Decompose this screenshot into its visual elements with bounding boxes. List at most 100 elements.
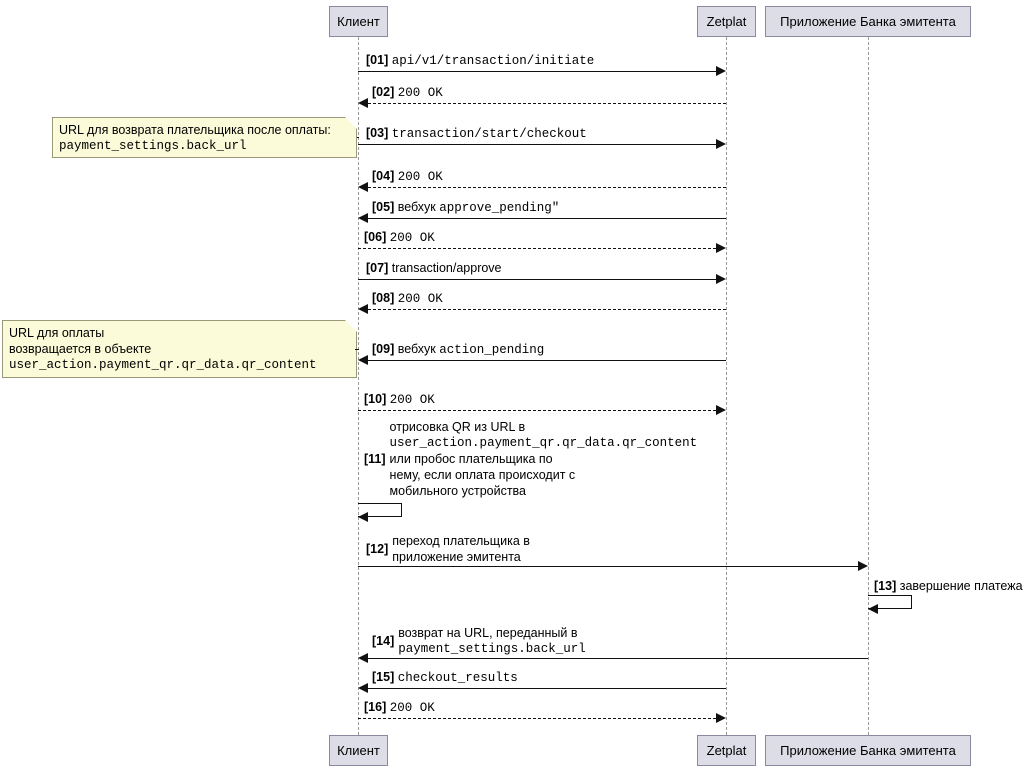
- note-payment-url: URL для оплаты возвращается в объекте us…: [2, 320, 357, 378]
- note-payment-url-line-3: user_action.payment_qr.qr_data.qr_conten…: [9, 358, 317, 372]
- message-09-label: [09] вебхук action_pending: [372, 342, 544, 358]
- message-09-arrowhead: [358, 355, 368, 365]
- message-11-line-2: user_action.payment_qr.qr_data.qr_conten…: [389, 436, 698, 450]
- message-10-label: [10] 200 OK: [364, 392, 435, 408]
- message-08-seq: [08]: [372, 291, 395, 305]
- message-12-seq: [12]: [366, 542, 389, 556]
- message-03-label: [03] transaction/start/checkout: [366, 126, 587, 142]
- message-14-seq-cell: [14]: [372, 625, 398, 657]
- message-09-text-ru: вебхук: [397, 342, 440, 356]
- message-07-seq: [07]: [366, 261, 389, 275]
- message-14-label: [14] возврат на URL, переданный в paymen…: [372, 625, 586, 657]
- message-16-arrowhead: [716, 713, 726, 723]
- participant-client-header[interactable]: Клиент: [329, 6, 388, 37]
- message-11-line-5: мобильного устройства: [389, 484, 527, 498]
- participant-client-footer[interactable]: Клиент: [329, 735, 388, 766]
- message-06-label: [06] 200 OK: [364, 230, 435, 246]
- lifeline-bankapp: [868, 37, 869, 735]
- lifeline-client: [358, 37, 359, 735]
- message-01-line: [358, 71, 716, 72]
- note-back-url-line-1: URL для возврата плательщика после оплат…: [59, 123, 331, 137]
- message-15-text: checkout_results: [397, 671, 518, 685]
- message-07-text: transaction/approve: [391, 261, 502, 275]
- message-14-line: [368, 658, 868, 659]
- message-03-text: transaction/start/checkout: [391, 127, 587, 141]
- message-12-label: [12] переход плательщика в приложение эм…: [366, 533, 530, 565]
- message-06-line: [358, 248, 716, 249]
- message-14-text-cell: возврат на URL, переданный в payment_set…: [398, 625, 586, 657]
- message-15-line: [368, 688, 726, 689]
- participant-bankapp-footer[interactable]: Приложение Банка эмитента: [765, 735, 971, 766]
- message-08-text: 200 OK: [397, 292, 443, 306]
- note-back-url-connector: [357, 137, 359, 138]
- message-11-self-loop: [358, 503, 402, 517]
- message-06-arrowhead: [716, 243, 726, 253]
- note-back-url-line-2: payment_settings.back_url: [59, 139, 247, 153]
- message-09-text-mono: action_pending: [439, 343, 545, 357]
- note-payment-url-fold-icon: [345, 320, 357, 332]
- message-03-arrowhead: [716, 139, 726, 149]
- message-11-text-cell: отрисовка QR из URL в user_action.paymen…: [390, 419, 698, 499]
- message-02-text: 200 OK: [397, 86, 443, 100]
- message-05-text-mono: approve_pending": [439, 201, 560, 215]
- message-05-label: [05] вебхук approve_pending": [372, 200, 559, 216]
- message-12-arrowhead: [858, 561, 868, 571]
- message-04-line: [368, 187, 726, 188]
- message-05-line: [368, 218, 726, 219]
- message-04-arrowhead: [358, 182, 368, 192]
- participant-zetplat-header[interactable]: Zetplat: [697, 6, 756, 37]
- message-14-line-2: payment_settings.back_url: [398, 642, 586, 656]
- message-06-seq: [06]: [364, 230, 387, 244]
- message-12-text-cell: переход плательщика в приложение эмитент…: [392, 533, 530, 565]
- message-01-arrowhead: [716, 66, 726, 76]
- note-payment-url-line-1: URL для оплаты: [9, 326, 105, 340]
- message-15-seq: [15]: [372, 670, 395, 684]
- message-12-seq-cell: [12]: [366, 533, 392, 565]
- message-14-arrowhead: [358, 653, 368, 663]
- message-10-line: [358, 410, 716, 411]
- message-10-arrowhead: [716, 405, 726, 415]
- message-01-label: [01] api/v1/transaction/initiate: [366, 53, 594, 69]
- note-payment-url-line-2: возвращается в объекте: [9, 342, 152, 356]
- message-11-line-1: отрисовка QR из URL в: [389, 420, 526, 434]
- message-16-line: [358, 718, 716, 719]
- message-02-label: [02] 200 OK: [372, 85, 443, 101]
- message-11-arrowhead: [358, 512, 368, 522]
- message-12-line-1: переход плательщика в: [392, 534, 530, 548]
- message-14-line-1: возврат на URL, переданный в: [398, 626, 578, 640]
- message-13-arrowhead: [868, 604, 878, 614]
- message-04-label: [04] 200 OK: [372, 169, 443, 185]
- message-15-label: [15] checkout_results: [372, 670, 518, 686]
- note-back-url-fold-icon: [345, 117, 357, 129]
- message-11-seq: [11]: [364, 452, 386, 466]
- message-13-self-loop: [868, 595, 912, 609]
- message-13-label: [13] завершение платежа: [874, 579, 1023, 594]
- message-04-seq: [04]: [372, 169, 395, 183]
- message-07-label: [07] transaction/approve: [366, 261, 502, 276]
- message-16-seq: [16]: [364, 700, 387, 714]
- message-05-text-ru: вебхук: [397, 200, 440, 214]
- lifeline-zetplat: [726, 37, 727, 735]
- message-08-label: [08] 200 OK: [372, 291, 443, 307]
- participant-zetplat-footer[interactable]: Zetplat: [697, 735, 756, 766]
- message-06-text: 200 OK: [389, 231, 435, 245]
- message-03-seq: [03]: [366, 126, 389, 140]
- message-12-line-2: приложение эмитента: [392, 550, 521, 564]
- note-back-url: URL для возврата плательщика после оплат…: [52, 117, 357, 158]
- message-16-text: 200 OK: [389, 701, 435, 715]
- message-02-seq: [02]: [372, 85, 395, 99]
- message-09-seq: [09]: [372, 342, 395, 356]
- participant-bankapp-header[interactable]: Приложение Банка эмитента: [765, 6, 971, 37]
- message-11-line-4: нему, если оплата происходит с: [389, 468, 576, 482]
- message-11-seq-cell: [11]: [364, 419, 390, 499]
- message-14-seq: [14]: [372, 634, 395, 648]
- message-02-line: [368, 103, 726, 104]
- message-05-seq: [05]: [372, 200, 395, 214]
- message-01-seq: [01]: [366, 53, 389, 67]
- message-11-line-3: или пробос плательщика по: [389, 452, 553, 466]
- message-05-arrowhead: [358, 213, 368, 223]
- message-03-line: [358, 144, 716, 145]
- note-payment-url-connector: [355, 349, 359, 350]
- message-12-line: [358, 566, 858, 567]
